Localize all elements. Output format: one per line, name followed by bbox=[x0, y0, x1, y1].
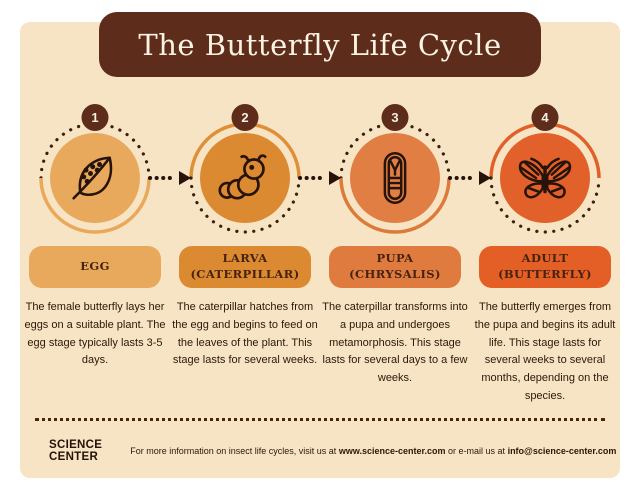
website-link[interactable]: www.science-center.com bbox=[338, 446, 446, 456]
stage-description: The butterfly emerges from the pupa and … bbox=[474, 301, 616, 403]
arrow-icon bbox=[298, 171, 341, 185]
footer-info: For more information on insect life cycl… bbox=[130, 446, 616, 456]
stage-badge: 2 bbox=[231, 104, 259, 131]
stage-graphic-adult: 4 bbox=[489, 104, 601, 234]
stage-label: ADULT (BUTTERFLY) bbox=[498, 251, 592, 281]
stages-row: 1 bbox=[20, 104, 620, 234]
badge-number: 3 bbox=[391, 110, 399, 125]
stage-circle bbox=[50, 133, 140, 223]
stage-label-box: LARVA (CATERPILLAR) bbox=[179, 246, 311, 288]
footer: SCIENCE CENTER For more information on i… bbox=[35, 428, 616, 474]
stage-graphic-egg: 1 bbox=[39, 104, 151, 234]
dotted-arc bbox=[189, 176, 301, 234]
dotted-divider bbox=[35, 418, 605, 421]
dotted-arc bbox=[489, 176, 601, 234]
stage-label-box: ADULT (BUTTERFLY) bbox=[479, 246, 611, 288]
solid-arc bbox=[339, 177, 451, 234]
email-link[interactable]: info@science-center.com bbox=[507, 446, 617, 456]
stage-badge: 4 bbox=[531, 104, 559, 131]
stage-label: LARVA (CATERPILLAR) bbox=[190, 251, 300, 281]
stage-graphic-pupa: 3 bbox=[339, 104, 451, 234]
stage-badge: 3 bbox=[381, 104, 409, 131]
stage-description: The caterpillar hatches from the egg and… bbox=[172, 301, 318, 367]
arrow-icon bbox=[448, 171, 491, 185]
badge-number: 4 bbox=[541, 110, 549, 125]
egg-leaf-icon bbox=[72, 156, 113, 200]
stage-description: The female butterfly lays her eggs on a … bbox=[24, 301, 166, 367]
stage-graphic-larva: 2 bbox=[189, 104, 301, 234]
stage-label: PUPA (CHRYSALIS) bbox=[349, 251, 441, 281]
caterpillar-icon bbox=[218, 154, 267, 200]
infographic-panel: The Butterfly Life Cycle bbox=[20, 12, 620, 478]
badge-number: 2 bbox=[241, 110, 249, 125]
title-banner: The Butterfly Life Cycle bbox=[99, 12, 541, 77]
footer-info-middle: or e-mail us at bbox=[445, 446, 508, 456]
stage-description: The caterpillar transforms into a pupa a… bbox=[322, 301, 468, 385]
stage-badge: 1 bbox=[81, 104, 109, 131]
page-title: The Butterfly Life Cycle bbox=[138, 27, 502, 62]
solid-arc bbox=[39, 177, 151, 234]
arrow-icon bbox=[148, 171, 191, 185]
badge-number: 1 bbox=[91, 110, 99, 125]
brand-name: SCIENCE CENTER bbox=[49, 439, 103, 463]
stage-label-box: EGG bbox=[29, 246, 161, 288]
stage-label: EGG bbox=[80, 259, 110, 274]
butterfly-icon bbox=[518, 157, 572, 199]
stage-label-box: PUPA (CHRYSALIS) bbox=[329, 246, 461, 288]
chrysalis-icon bbox=[383, 152, 407, 204]
footer-info-prefix: For more information on insect life cycl… bbox=[130, 446, 339, 456]
